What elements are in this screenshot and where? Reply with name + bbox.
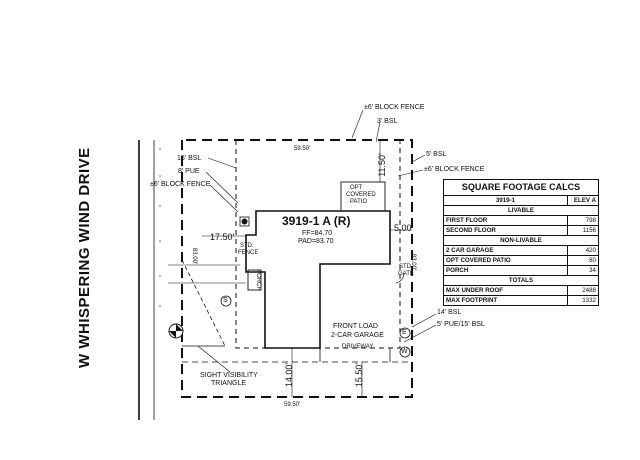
callout-bsl-5: 5' BSL <box>426 151 447 158</box>
garage-label-2: 2-CAR GARAGE <box>331 332 384 339</box>
row-label: PORCH <box>443 265 568 276</box>
row-label: MAX UNDER ROOF <box>443 285 568 296</box>
callout-bsl-14: 14' BSL <box>437 309 462 316</box>
row-label: MAX FOOTPRINT <box>443 295 568 306</box>
dim-left-depth: 83.00' <box>191 247 198 265</box>
section-livable: LIVABLE <box>443 205 599 216</box>
patio-label-3: PATIO <box>350 199 368 205</box>
callout-block-fence-left: ±6' BLOCK FENCE <box>150 181 211 188</box>
std-fence-label-1: STD. <box>240 243 254 249</box>
dim-side-left: 17.50' <box>210 232 235 242</box>
row-label: SECOND FLOOR <box>443 225 568 236</box>
square-footage-table: SQUARE FOOTAGE CALCS 3919-1 ELEV A LIVAB… <box>443 179 599 306</box>
water-marker: W <box>401 348 408 355</box>
patio-label-1: OPT <box>350 185 363 191</box>
finish-floor: FF=84.70 <box>302 230 333 237</box>
row-value: 420 <box>567 245 599 256</box>
callout-block-fence-top: ±6' BLOCK FENCE <box>364 104 425 111</box>
garage-label-1: FRONT LOAD <box>333 323 378 330</box>
row-value: 798 <box>567 215 599 226</box>
dim-top-lot: 59.50' <box>294 146 311 152</box>
callout-pue-8: 8' PUE <box>178 168 200 175</box>
row-label: FIRST FLOOR <box>443 215 568 226</box>
row-value: 80 <box>567 255 599 266</box>
patio-label-2: COVERED <box>346 192 376 198</box>
row-value: 34 <box>567 265 599 276</box>
callout-pue-bsl: 5' PUE/15' BSL <box>437 321 485 328</box>
driveway-label: DRIVEWAY <box>342 344 374 350</box>
dim-front-left: 14.00' <box>284 362 295 388</box>
callout-block-fence-right: ±6' BLOCK FENCE <box>424 166 485 173</box>
electric-marker: E <box>402 329 407 336</box>
std-gate-label-1: STD <box>399 264 411 270</box>
table-head-elev: ELEV A <box>567 195 599 206</box>
row-value: 1332 <box>567 295 599 306</box>
porch-label: PORCH <box>254 269 261 291</box>
dim-bottom-lot: 59.50' <box>284 402 301 408</box>
row-label: 2 CAR GARAGE <box>443 245 568 256</box>
plan-title: 3919-1 A (R) <box>282 214 351 228</box>
std-fence-label-2: FENCE <box>238 250 259 256</box>
pad-elevation: PAD=83.70 <box>298 238 334 245</box>
row-value: 1156 <box>567 225 599 236</box>
std-gate-label-2: GATE <box>398 271 414 277</box>
callout-sight-visibility: SIGHT VISIBILITY <box>200 372 258 379</box>
row-value: 2488 <box>567 285 599 296</box>
north-arrow-icon <box>168 323 184 339</box>
sewer-marker: S <box>223 297 228 304</box>
dim-front-right: 15.50' <box>354 362 365 388</box>
section-non-livable: NON-LIVABLE <box>443 235 599 246</box>
street-name: W WHISPERING WIND DRIVE <box>76 147 93 368</box>
section-totals: TOTALS <box>443 275 599 286</box>
callout-bsl-3: 3' BSL <box>377 118 398 125</box>
dim-side-right: 5.00' <box>394 223 414 233</box>
callout-triangle: TRIANGLE <box>211 380 247 387</box>
table-title: SQUARE FOOTAGE CALCS <box>443 179 599 196</box>
table-head-plan: 3919-1 <box>443 195 568 206</box>
dim-rear-setback: 11.50' <box>376 153 387 177</box>
callout-bsl-15: 15' BSL <box>177 155 202 162</box>
row-label: OPT COVERED PATIO <box>443 255 568 266</box>
